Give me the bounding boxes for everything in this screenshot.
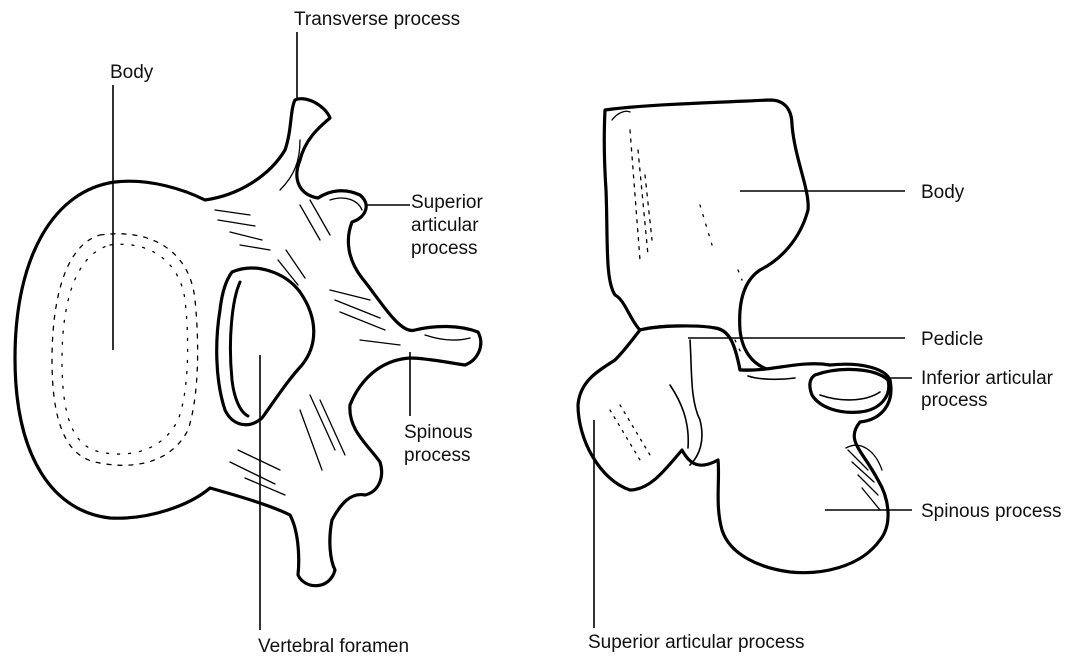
label-superior-articular-2: articular: [411, 215, 479, 236]
label-spinous-2: process: [404, 445, 471, 466]
label-spinous-process-side: Spinous process: [921, 501, 1061, 522]
top-view-vertebra: [15, 99, 481, 586]
label-pedicle: Pedicle: [921, 329, 983, 350]
label-body-top: Body: [110, 62, 154, 83]
label-transverse-process: Transverse process: [294, 9, 460, 30]
label-superior-articular-1: Superior: [411, 192, 483, 213]
label-body-side: Body: [921, 182, 965, 203]
label-inferior-articular-2: process: [921, 390, 988, 411]
label-superior-articular-3: process: [411, 238, 478, 259]
label-superior-articular-side: Superior articular process: [588, 632, 804, 653]
side-view-vertebra: [578, 100, 891, 573]
label-vertebral-foramen: Vertebral foramen: [258, 636, 409, 657]
label-inferior-articular-1: Inferior articular: [921, 368, 1054, 389]
inferior-articular-facet: [810, 369, 889, 412]
side-view-arch: [578, 326, 891, 573]
label-spinous-1: Spinous: [404, 422, 473, 443]
